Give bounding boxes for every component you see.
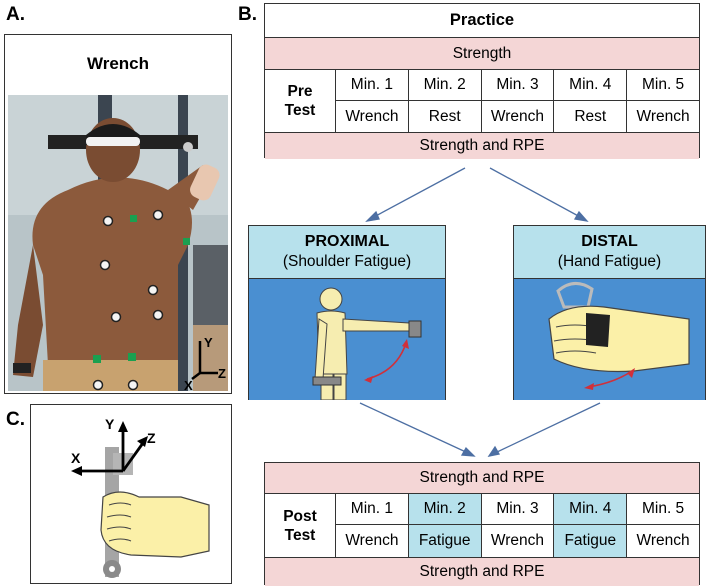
post-test-label-1: Post (283, 507, 317, 525)
distal-box: DISTAL (Hand Fatigue) (513, 225, 706, 400)
strength-row: Strength (265, 38, 699, 70)
post-test-label: Post Test (265, 494, 336, 557)
post-task-5: Wrench (636, 532, 690, 549)
shoulder-fatigue-illustration (249, 279, 445, 400)
flow-arrows (359, 167, 601, 457)
hand-wrench-illustration: Y X Z (71, 416, 210, 578)
pre-min-2: Min. 2 (408, 70, 482, 101)
post-min-3: Min. 3 (481, 494, 555, 525)
pre-task-5: Wrench (636, 107, 690, 125)
proximal-subtitle: (Shoulder Fatigue) (282, 253, 412, 270)
post-test-table: Strength and RPE Post Test Min. 1 Min. 2… (264, 462, 700, 586)
post-min-5: Min. 5 (627, 494, 699, 525)
c-axis-z: Z (147, 430, 156, 446)
c-axis-y: Y (105, 416, 115, 432)
pre-test-table: Practice Strength Pre Test Min. 1 Min. 2… (264, 3, 700, 159)
panel-b-letter: B. (238, 4, 257, 25)
post-task-2: Fatigue (408, 525, 482, 557)
photo-axis-z: Z (218, 366, 226, 381)
distal-title: DISTAL (581, 233, 638, 250)
post-min-4: Min. 4 (554, 494, 628, 525)
post-task-1: Wrench (336, 525, 409, 557)
panel-a-title: Wrench (86, 54, 150, 73)
photo-axis-x: X (184, 378, 193, 391)
pre-task-4: Rest (554, 101, 628, 132)
pre-strength-rpe-row: Strength and RPE (265, 133, 699, 159)
post-min-1: Min. 1 (336, 494, 409, 525)
pre-test-label-1: Pre (287, 83, 313, 100)
post-strength-rpe-top: Strength and RPE (265, 463, 699, 494)
photo-axis-y: Y (204, 335, 213, 350)
pre-test-label-2: Test (284, 102, 316, 119)
back-photo: Y Z X (8, 95, 228, 391)
hand-fatigue-illustration (514, 279, 705, 400)
panel-a-letter: A. (6, 4, 25, 25)
panel-c-letter: C. (6, 409, 25, 430)
post-min-2: Min. 2 (408, 494, 482, 525)
pre-task-2: Rest (409, 101, 482, 132)
pre-min-1: Min. 1 (336, 70, 409, 101)
pre-min-5: Min. 5 (627, 70, 699, 101)
panel-a-frame: Wrench Y (4, 34, 232, 394)
practice-header: Practice (265, 4, 699, 38)
pre-min-3: Min. 3 (481, 70, 555, 101)
post-test-label-2: Test (284, 526, 316, 544)
post-task-4: Fatigue (554, 525, 628, 557)
post-task-3: Wrench (482, 525, 555, 557)
distal-header: DISTAL (Hand Fatigue) (514, 226, 705, 279)
proximal-header: PROXIMAL (Shoulder Fatigue) (249, 226, 445, 279)
pre-min-4: Min. 4 (554, 70, 628, 101)
proximal-title: PROXIMAL (304, 233, 390, 250)
proximal-box: PROXIMAL (Shoulder Fatigue) (248, 225, 446, 400)
post-strength-rpe-bottom: Strength and RPE (265, 558, 699, 586)
panel-c-frame: Y X Z (30, 404, 232, 584)
pre-test-label: Pre Test (265, 70, 336, 132)
pre-task-3: Wrench (482, 101, 555, 132)
distal-subtitle: (Hand Fatigue) (557, 253, 662, 270)
c-axis-x: X (71, 450, 81, 466)
pre-task-1: Wrench (336, 101, 409, 132)
